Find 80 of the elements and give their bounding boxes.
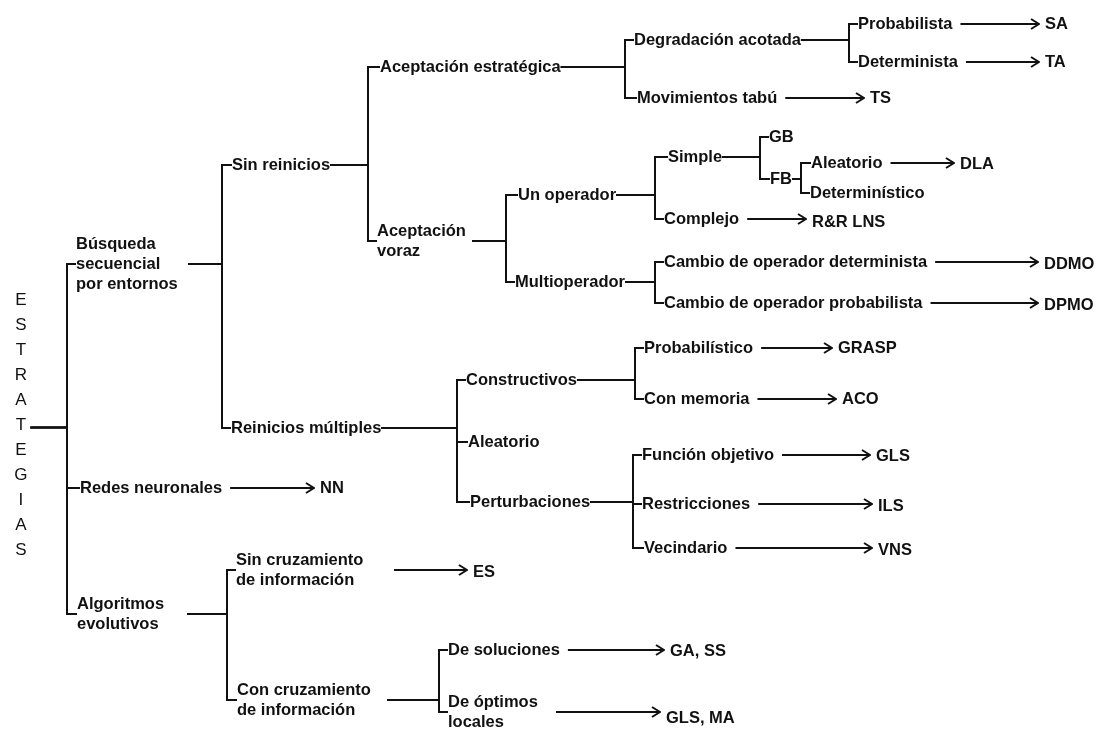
category-label: De soluciones [448, 640, 560, 660]
bracket-line [799, 39, 859, 63]
arrow [746, 213, 807, 225]
category-label: De óptimos locales [448, 692, 548, 732]
category-label: NN [320, 478, 344, 498]
bracket-line [329, 164, 378, 242]
category-label: Probabilístico [644, 338, 754, 358]
category-label: Reinicios múltiples [231, 418, 382, 438]
category-label: GLS, MA [666, 708, 735, 728]
category-label: Complejo [664, 209, 740, 229]
arrow [756, 393, 837, 405]
category-label: Aceptación estratégica [380, 57, 561, 77]
category-label: Sin cruzamiento de información [236, 550, 386, 590]
bracket-line [791, 178, 811, 194]
arrow [929, 297, 1039, 309]
category-label: Perturbaciones [470, 492, 591, 512]
arrow [734, 542, 873, 554]
bracket-line [186, 613, 238, 701]
category-label: Con cruzamiento de información [237, 680, 387, 720]
arrow [566, 644, 665, 656]
category-label: Probabilista [858, 14, 953, 34]
category-label: ES [473, 562, 495, 582]
category-label: Multioperador [515, 272, 625, 292]
category-label: TS [870, 88, 892, 108]
bracket-line [471, 240, 516, 283]
category-label: VNS [878, 540, 912, 560]
arrow [889, 157, 955, 169]
bracket-line [615, 194, 665, 220]
category-label: DPMO [1044, 295, 1094, 315]
category-label: Redes neuronales [80, 478, 223, 498]
bracket-line [559, 66, 638, 99]
arrow [934, 256, 1039, 268]
category-label: DDMO [1044, 254, 1095, 274]
category-label: Algoritmos evolutivos [77, 594, 187, 634]
category-label: Cambio de operador probabilista [664, 293, 923, 313]
arrow [781, 449, 871, 461]
bracket-line [721, 156, 771, 180]
category-label: FB [770, 169, 792, 189]
category-label: Vecindario [644, 538, 728, 558]
category-label: Sin reinicios [232, 155, 331, 175]
bracket-line [624, 281, 665, 304]
category-label: SA [1045, 14, 1068, 34]
category-label: Restricciones [642, 494, 751, 514]
category-label: ILS [878, 496, 904, 516]
category-label: Degradación acotada [634, 30, 801, 50]
category-label: Movimientos tabú [637, 88, 778, 108]
bracket-line [380, 427, 471, 503]
category-label: Búsqueda secuencial por entornos [76, 234, 188, 294]
category-label: ACO [842, 389, 879, 409]
arrow [393, 564, 468, 576]
category-label: Aleatorio [811, 153, 883, 173]
category-label: GLS [876, 446, 910, 466]
vertical-title: ESTRATEGIAS [10, 290, 31, 565]
category-label: R&R LNS [812, 212, 886, 232]
bracket-line [29, 426, 78, 615]
bracket-line [386, 699, 449, 713]
arrow [964, 56, 1040, 68]
arrow [229, 482, 315, 494]
arrow [555, 706, 661, 718]
category-label: TA [1045, 52, 1066, 72]
category-label: Cambio de operador determinista [664, 252, 928, 272]
bracket-line [187, 263, 232, 429]
bracket-line [575, 379, 645, 400]
category-label: Simple [668, 147, 723, 167]
category-label: Con memoria [644, 389, 750, 409]
category-label: Aleatorio [468, 432, 540, 452]
category-label: GRASP [838, 338, 897, 358]
category-label: DLA [960, 154, 994, 174]
arrow [760, 342, 833, 354]
category-label: GA, SS [670, 641, 726, 661]
arrow [959, 18, 1040, 30]
category-label: Determinista [858, 52, 958, 72]
category-label: Determinístico [810, 183, 925, 203]
arrow [757, 498, 873, 510]
category-label: Un operador [518, 185, 617, 205]
category-label: Constructivos [466, 370, 577, 390]
category-label: Aceptación voraz [377, 221, 472, 261]
category-label: Función objetivo [642, 445, 774, 465]
arrow [784, 92, 865, 104]
category-label: GB [769, 127, 794, 147]
